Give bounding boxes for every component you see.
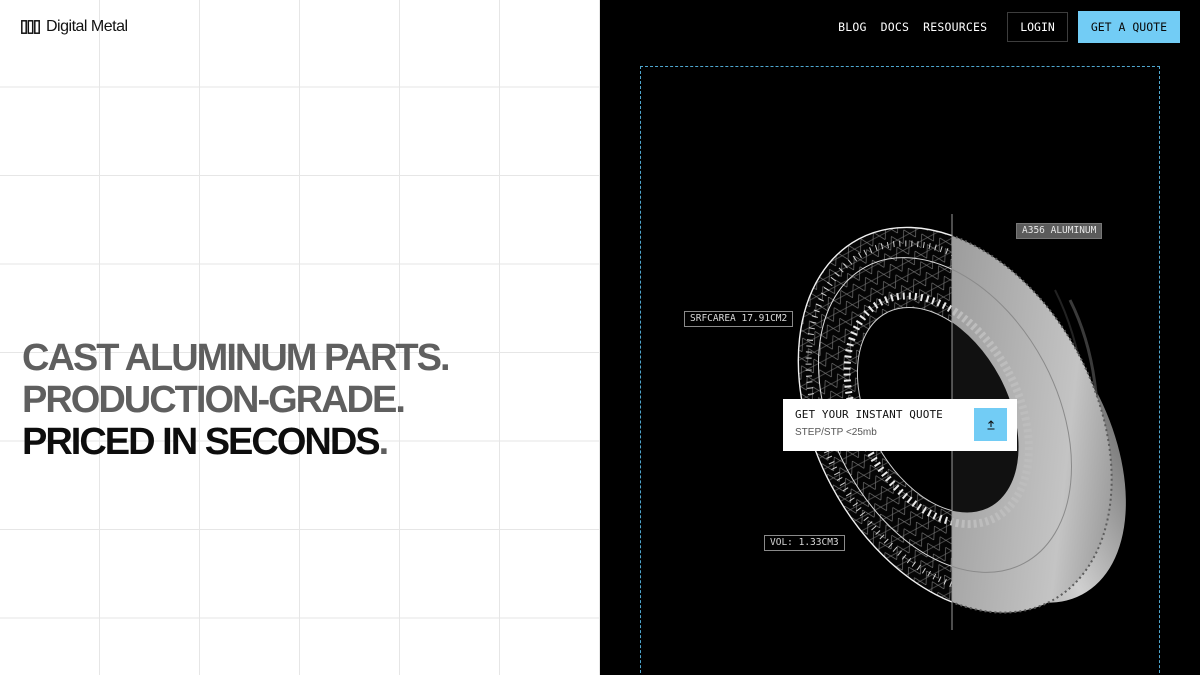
headline-line-3-period: . (378, 421, 389, 463)
headline-line-3: PRICED IN SECONDS. (22, 421, 449, 463)
brand-logo[interactable]: Digital Metal (21, 17, 128, 37)
hero-headline: CAST ALUMINUM PARTS. PRODUCTION-GRADE. P… (22, 337, 451, 463)
top-navigation: BLOG DOCS RESOURCES LOGIN GET A QUOTE (838, 11, 1180, 43)
quote-card-file-limit: STEP/STP <25mb (795, 427, 877, 438)
instant-quote-card[interactable]: GET YOUR INSTANT QUOTE STEP/STP <25mb (783, 399, 1017, 451)
upload-icon (987, 419, 994, 430)
get-a-quote-button[interactable]: GET A QUOTE (1077, 11, 1180, 43)
login-button[interactable]: LOGIN (1007, 12, 1068, 42)
headline-line-2: PRODUCTION-GRADE. (22, 379, 406, 421)
nav-link-docs[interactable]: DOCS (880, 20, 910, 34)
headline-line-3-text: PRICED IN SECONDS (22, 421, 381, 463)
nav-link-blog[interactable]: BLOG (838, 20, 867, 34)
material-tag: A356 ALUMINUM (1016, 223, 1103, 239)
surface-area-tag: SRFCAREA 17.91CM2 (684, 311, 794, 327)
stacked-bars-logo-icon (21, 20, 40, 34)
hero-panel: Digital Metal CAST ALUMINUM PARTS. PRODU… (0, 0, 600, 675)
visual-panel: A356 ALUMINUM SRFCAREA 17.91CM2 VOL: 1.3… (600, 0, 1200, 675)
headline-line-1: CAST ALUMINUM PARTS. (22, 337, 451, 379)
volume-tag: VOL: 1.33CM3 (764, 535, 845, 551)
brand-name: Digital Metal (46, 18, 128, 35)
upload-button[interactable] (974, 408, 1007, 441)
quote-card-title: GET YOUR INSTANT QUOTE (795, 408, 943, 421)
dashed-bounding-frame (640, 66, 1160, 675)
nav-link-resources[interactable]: RESOURCES (923, 20, 988, 34)
